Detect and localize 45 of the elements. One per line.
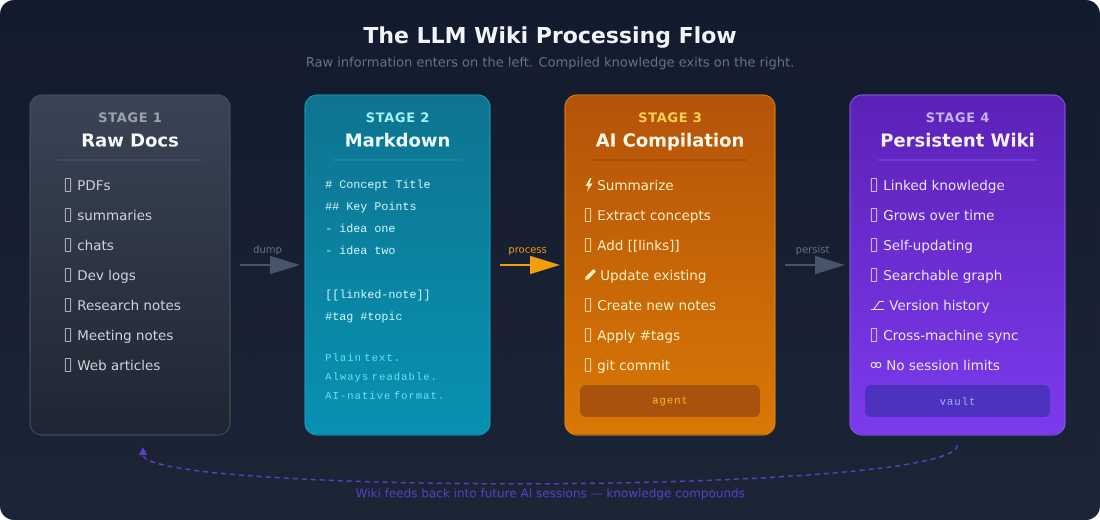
info-box: vault	[865, 385, 1050, 417]
list-item: Web articles	[77, 359, 160, 371]
edge-label: process	[509, 247, 547, 255]
list-item: Research notes	[78, 299, 181, 311]
list-item: Linked knowledge	[884, 179, 1004, 193]
list-item: git commit	[597, 359, 670, 373]
list-item: Searchable graph	[884, 269, 1002, 283]
list-item: Cross-machine sync	[883, 329, 1018, 343]
list-item: Self-updating	[884, 239, 972, 253]
card-title: Persistent Wiki	[881, 132, 1034, 147]
list-item: Grows over time	[883, 209, 994, 221]
subtitle: Raw information enters on the left. Compiled knowledge exits on the right.	[307, 56, 793, 70]
list-item: summaries	[77, 209, 152, 221]
list-item: Apply #tags	[597, 329, 680, 343]
list-item: Version history	[889, 299, 990, 313]
list-item: Meeting notes	[78, 329, 173, 343]
list-item: Create new notes	[597, 300, 716, 311]
card-title: Raw Docs	[82, 133, 178, 147]
code-line: # Concept Title	[325, 179, 430, 191]
list-item: Update existing	[601, 269, 706, 283]
list-item: PDFs	[78, 180, 110, 191]
code-line: - idea two	[327, 245, 395, 255]
code-line: [[linked-note]]	[327, 289, 429, 301]
stage-label: STAGE 2	[366, 112, 429, 123]
note-text: Plain text. Always readable. AI-native format.	[325, 353, 442, 399]
list-item: chats	[77, 239, 114, 251]
title: The LLM Wiki Processing Flow	[363, 26, 736, 48]
list-item: Add [[links]]	[597, 239, 679, 252]
list-item: No session limits	[887, 359, 1000, 371]
code-line: ## Key Points	[325, 201, 416, 213]
code-line: #tag #topic	[325, 311, 402, 323]
list-item: Extract concepts	[598, 210, 711, 223]
list-item: Dev logs	[78, 269, 136, 283]
curved-arrow	[138, 444, 959, 485]
list-item: Summarize	[598, 179, 673, 191]
code-line: - idea one	[327, 223, 395, 233]
stage-label: STAGE 1	[99, 112, 161, 123]
edge-label: Wiki feeds back into future AI sessions — knowledge compounds	[356, 488, 745, 500]
edge-label: persist	[796, 245, 830, 255]
card-title: AI Compilation	[595, 132, 743, 151]
stage-label: STAGE 3	[639, 112, 701, 123]
edge-label: dump	[253, 245, 282, 255]
stage-label: STAGE 4	[926, 112, 989, 123]
info-box: agent	[580, 385, 760, 417]
card-title: Markdown	[346, 132, 449, 147]
